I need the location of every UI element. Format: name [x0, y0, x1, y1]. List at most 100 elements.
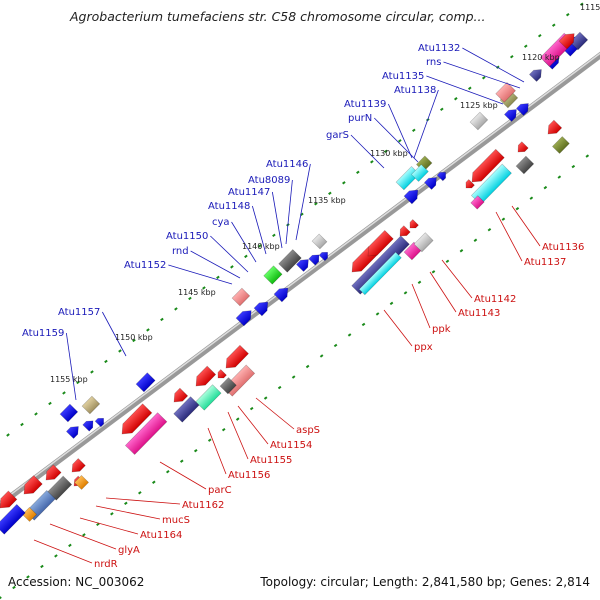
- reverse-gene-feature-shape: [367, 229, 394, 257]
- forward-gene-label: Atu8089: [248, 175, 290, 186]
- reverse-gene-feature-shape: [124, 412, 168, 455]
- outer-tick-dot: [579, 2, 584, 6]
- inner-tick-dot: [110, 512, 114, 516]
- forward-gene-feature-shape: [94, 417, 104, 428]
- reverse-gene-feature: [71, 458, 86, 473]
- reverse-gene-label: nrdR: [94, 559, 118, 570]
- outer-tick-dot: [34, 412, 38, 416]
- forward-gene-feature: [135, 372, 156, 393]
- kbp-tick-label: 1155 kbp: [50, 375, 88, 384]
- forward-label-connector: [426, 75, 504, 105]
- reverse-gene-feature-shape: [219, 377, 237, 395]
- forward-gene-feature: [253, 301, 269, 317]
- outer-tick-dot: [314, 202, 318, 206]
- reverse-gene-feature: [23, 475, 43, 495]
- forward-gene-feature-shape: [403, 189, 419, 205]
- reverse-gene-feature-shape: [0, 503, 26, 535]
- inner-tick-dot: [515, 206, 520, 211]
- reverse-gene-feature: [0, 503, 26, 535]
- forward-label-connector: [210, 235, 249, 273]
- forward-gene-feature-shape: [273, 287, 289, 303]
- inner-tick-dot: [487, 228, 492, 232]
- reverse-label-connector: [495, 211, 523, 262]
- reverse-gene-feature: [173, 387, 189, 403]
- reverse-gene-feature-shape: [74, 474, 90, 490]
- forward-gene-feature-shape: [278, 249, 302, 273]
- forward-gene-label: Atu1135: [382, 71, 424, 82]
- forward-gene-feature-shape: [235, 310, 252, 327]
- reverse-gene-label: glyA: [118, 545, 140, 556]
- inner-tick-dot: [585, 154, 590, 158]
- reverse-gene-feature-shape: [195, 365, 217, 387]
- forward-gene-feature-shape: [516, 103, 529, 116]
- inner-tick-dot: [179, 459, 184, 463]
- forward-gene-feature-shape: [495, 81, 516, 103]
- inner-tick-dot: [445, 259, 450, 263]
- reverse-gene-feature: [45, 464, 62, 481]
- inner-tick-dot: [501, 217, 506, 221]
- outer-tick-dot: [412, 128, 416, 132]
- reverse-gene-label: parC: [208, 485, 232, 496]
- forward-gene-label: Atu1152: [124, 260, 166, 271]
- reverse-label-connector: [227, 411, 249, 460]
- forward-gene-feature: [308, 254, 320, 266]
- reverse-gene-feature: [470, 195, 485, 210]
- reverse-gene-label: ppx: [414, 342, 433, 353]
- forward-gene-feature-shape: [263, 265, 283, 285]
- reverse-gene-label: Atu1142: [474, 294, 516, 305]
- kbp-tick-label: 1150 kbp: [115, 333, 153, 342]
- reverse-gene-label: ppk: [432, 324, 451, 335]
- outer-tick-dot: [20, 422, 24, 427]
- inner-tick-dot: [417, 280, 422, 285]
- forward-gene-label: Atu1138: [394, 85, 436, 96]
- forward-gene-label: Atu1159: [22, 328, 64, 339]
- reverse-gene-feature-shape: [351, 235, 410, 295]
- topology-summary: Topology: circular; Length: 2,841,580 bp…: [260, 575, 590, 589]
- forward-gene-label: rnd: [172, 246, 189, 257]
- backbone-outer: [0, 51, 600, 509]
- reverse-gene-feature-shape: [552, 136, 570, 154]
- kbp-tick-label: 1115 kbp: [580, 3, 600, 12]
- outer-tick-dot: [76, 380, 80, 385]
- forward-gene-feature: [231, 287, 251, 307]
- outer-tick-dot: [258, 244, 262, 248]
- forward-label-connector: [462, 47, 525, 83]
- forward-label-connector: [350, 134, 385, 169]
- reverse-gene-feature-shape: [358, 251, 402, 296]
- outer-tick-dot: [440, 107, 444, 111]
- forward-label-connector: [285, 179, 293, 245]
- reverse-gene-feature-shape: [195, 384, 222, 411]
- forward-gene-label: Atu1148: [208, 201, 250, 212]
- outer-tick-dot: [160, 317, 164, 322]
- reverse-label-connector: [255, 397, 295, 430]
- reverse-gene-feature: [552, 136, 570, 154]
- reverse-gene-feature-shape: [0, 490, 18, 509]
- outer-tick-dot: [216, 275, 220, 280]
- reverse-gene-feature-shape: [465, 179, 475, 189]
- map-title: Agrobacterium tumefaciens str. C58 chrom…: [70, 9, 486, 24]
- forward-gene-feature: [311, 233, 328, 250]
- reverse-gene-feature: [22, 506, 38, 522]
- forward-gene-feature: [569, 31, 589, 51]
- outer-tick-dot: [272, 233, 276, 238]
- outer-tick-dot: [90, 370, 94, 374]
- reverse-gene-feature-shape: [71, 458, 86, 473]
- forward-gene-feature-shape: [411, 164, 429, 182]
- inner-tick-dot: [193, 448, 198, 453]
- forward-gene-feature-shape: [504, 109, 517, 122]
- reverse-gene-feature-shape: [23, 475, 43, 495]
- forward-gene-feature: [495, 81, 516, 103]
- forward-gene-feature-shape: [569, 31, 589, 51]
- forward-label-connector: [65, 332, 77, 401]
- inner-tick-dot: [557, 175, 562, 179]
- forward-gene-feature-shape: [231, 287, 251, 307]
- kbp-tick-label: 1120 kbp: [522, 53, 560, 62]
- inner-tick-dot: [529, 196, 534, 200]
- inner-tick-dot: [165, 470, 170, 474]
- outer-tick-dot: [482, 76, 486, 80]
- forward-gene-feature-shape: [558, 33, 575, 50]
- reverse-gene-feature-shape: [409, 219, 419, 229]
- reverse-gene-label: Atu1162: [182, 500, 224, 511]
- kbp-tick-label: 1130 kbp: [370, 149, 408, 158]
